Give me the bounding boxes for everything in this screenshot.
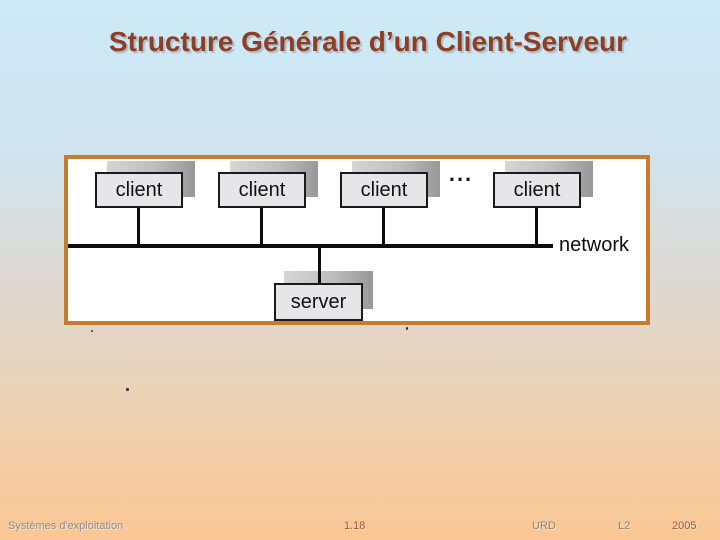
client-box-3-label: client xyxy=(360,178,408,201)
client-server-diagram: client client client client ... server n… xyxy=(64,155,650,325)
footer-course-name: Systèmes d'exploitation xyxy=(8,520,124,532)
stray-dot xyxy=(126,388,129,391)
network-bus-line xyxy=(68,244,553,248)
footer-year: 2005 xyxy=(672,520,697,532)
client1-connector-line xyxy=(137,208,140,244)
footer-org: URD xyxy=(532,520,556,532)
client-box-4-label: client xyxy=(513,178,561,201)
client4-connector-line xyxy=(535,208,538,244)
client-box-1-label: client xyxy=(115,178,163,201)
server-box-label: server xyxy=(290,290,347,313)
client-box-1: client xyxy=(95,172,183,208)
server-box: server xyxy=(274,283,363,321)
more-clients-ellipsis: ... xyxy=(448,161,474,186)
client-box-2-label: client xyxy=(238,178,286,201)
network-label: network xyxy=(559,234,630,256)
client3-connector-line xyxy=(382,208,385,244)
server-connector-line xyxy=(318,248,321,283)
client-box-4: client xyxy=(493,172,581,208)
footer-level: L2 xyxy=(618,520,631,532)
slide-title: Structure Générale d’un Client-Serveur xyxy=(108,26,628,57)
client2-connector-line xyxy=(260,208,263,244)
footer-slide-number: 1.18 xyxy=(344,520,366,532)
stray-dot xyxy=(91,330,93,332)
client-box-2: client xyxy=(218,172,306,208)
stray-dot xyxy=(406,327,408,330)
client-box-3: client xyxy=(340,172,428,208)
